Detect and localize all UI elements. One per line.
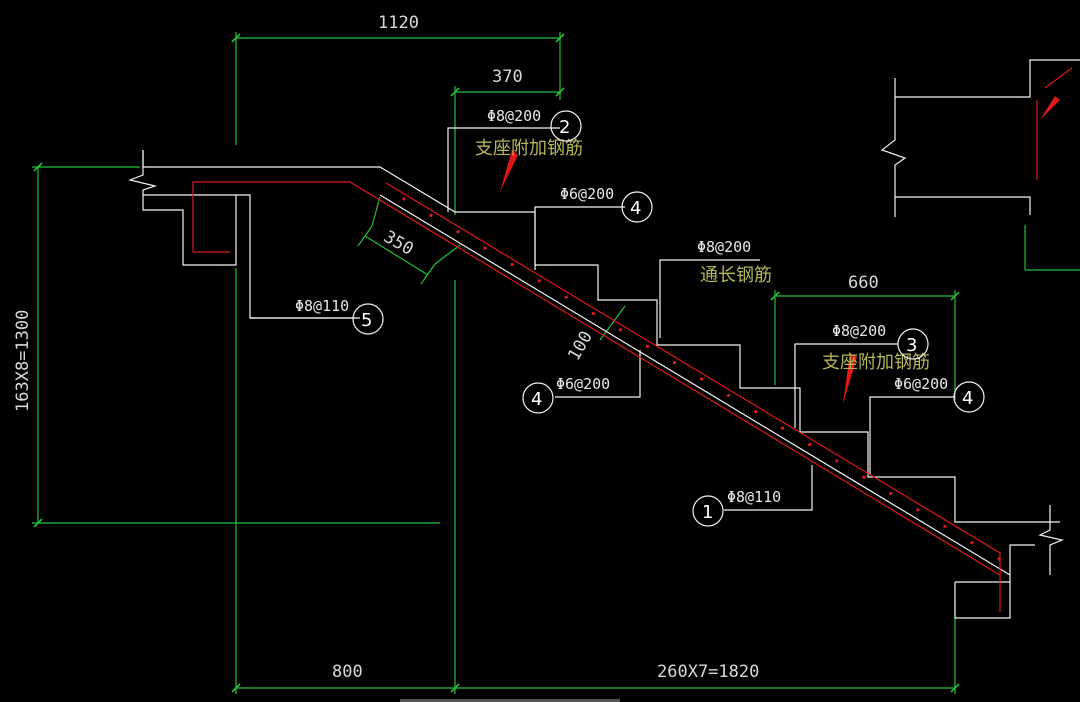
rebar-dot: [618, 328, 623, 332]
callout-4b-circle: [522, 382, 554, 414]
callout-1-circle: [692, 495, 724, 527]
dimension-ticks: [33, 33, 960, 693]
callout-2-circle: [550, 110, 582, 142]
callout-5-circle: [352, 303, 384, 335]
rebar-dot: [672, 361, 677, 365]
stair-outline: [127, 59, 1080, 619]
rebar-dot: [781, 426, 785, 430]
callout-4c-spec: Φ6@200: [894, 375, 948, 393]
callout-long-note: 通长钢筋: [700, 265, 772, 286]
bottom-scrollbar[interactable]: [400, 699, 620, 702]
rebar-dot: [537, 279, 541, 283]
rebar-dot: [997, 557, 1001, 561]
arrow-marker-3: [843, 353, 857, 404]
rebar-dot: [808, 442, 812, 447]
dim-thickness: 100: [564, 328, 597, 365]
callout-4b-spec: Φ6@200: [556, 375, 610, 393]
arrow-marker-right: [1040, 96, 1060, 120]
dim-right-support: 660: [848, 273, 879, 293]
rebar-dot: [645, 344, 650, 348]
rebar-dot: [726, 393, 731, 397]
callout-4a-id: 4: [630, 198, 641, 219]
rebar-dot: [429, 213, 433, 217]
rebar-dot: [510, 262, 514, 267]
dim-diagonal: 350: [380, 227, 417, 260]
callout-4a-spec: Φ6@200: [560, 185, 614, 203]
rebar-dot: [754, 410, 758, 414]
callout-3-spec: Φ8@200: [832, 322, 886, 340]
callout-3-note: 支座附加钢筋: [822, 352, 930, 373]
callout-4a-circle: [621, 191, 653, 223]
rebar-dot: [456, 230, 460, 234]
dim-top-overall: 1120: [378, 13, 419, 33]
callout-3-circle: [897, 328, 929, 360]
arrow-marker-2: [500, 150, 518, 192]
callout-2-note: 支座附加钢筋: [475, 138, 583, 159]
rebar-lines: [192, 67, 1073, 612]
dim-bottom-right: 260X7=1820: [657, 662, 759, 682]
callout-5-spec: Φ8@110: [295, 297, 349, 315]
rebar-dot: [916, 508, 920, 512]
rebar-dot: [862, 475, 866, 479]
callout-1-spec: Φ8@110: [727, 488, 781, 506]
callout-2-spec: Φ8@200: [487, 107, 541, 125]
rebar-dot: [591, 311, 595, 316]
callout-long-spec: Φ8@200: [697, 238, 751, 256]
callout-2-id: 2: [559, 117, 570, 138]
rebar-dot: [943, 524, 947, 528]
rebar-dot: [889, 491, 893, 496]
rebar-dot: [402, 197, 406, 201]
rebar-dot: [835, 459, 839, 463]
dim-top-support: 370: [492, 67, 523, 87]
rebar-dot: [970, 541, 974, 545]
dim-bottom-left: 800: [332, 662, 363, 682]
dim-left-height: 163X8=1300: [13, 310, 33, 412]
rebar-dot: [564, 295, 568, 299]
rebar-dots: [402, 197, 1001, 561]
callout-3-id: 3: [906, 335, 917, 356]
callout-4c-id: 4: [962, 388, 973, 409]
callout-4b-id: 4: [531, 389, 542, 410]
callout-4c-circle: [953, 381, 985, 413]
rebar-dot: [483, 246, 487, 250]
callout-5-id: 5: [361, 310, 372, 331]
callout-1-id: 1: [702, 502, 713, 523]
rebar-dot: [699, 377, 704, 381]
